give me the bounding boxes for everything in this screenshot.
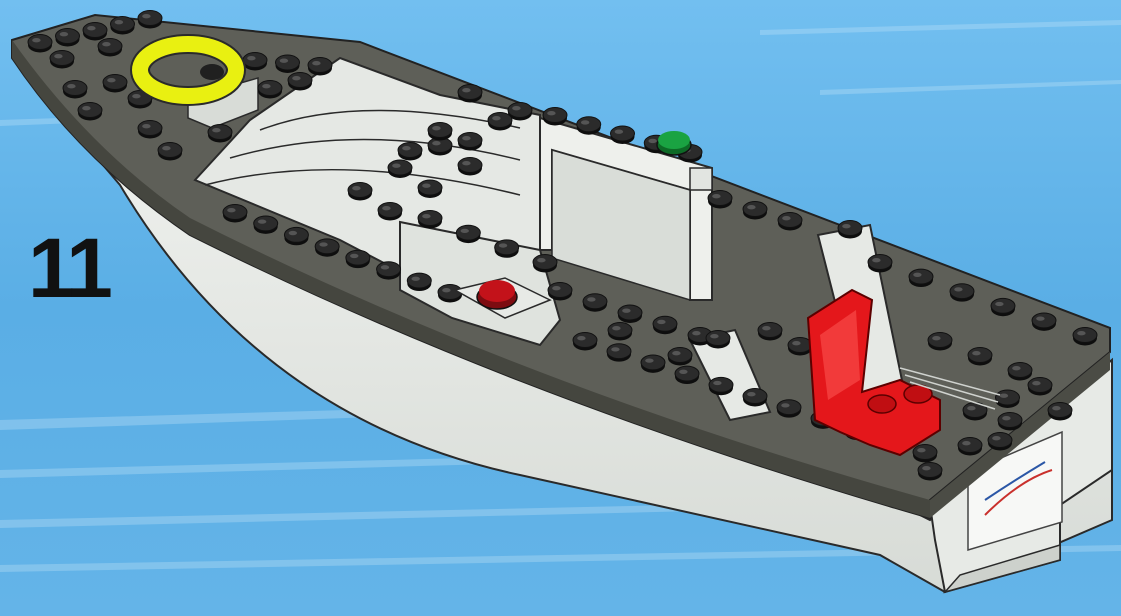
stud [547, 282, 573, 301]
stud [962, 402, 988, 421]
stud [457, 132, 483, 151]
stud [610, 125, 635, 144]
stud [102, 74, 128, 93]
red-navigation-light-icon [452, 277, 552, 319]
green-navigation-light-icon [656, 131, 692, 156]
stud [287, 72, 313, 91]
stud [417, 179, 443, 198]
stud [417, 210, 443, 229]
stud [77, 102, 103, 121]
stud [253, 215, 279, 234]
step-number: 11 [28, 221, 113, 315]
stud [275, 54, 300, 73]
stud [837, 220, 863, 239]
life-ring-icon [130, 34, 246, 106]
stud [990, 297, 1016, 317]
stud [1007, 362, 1033, 381]
stud [777, 212, 803, 231]
stud [707, 190, 733, 209]
stud [1047, 402, 1073, 421]
stud [157, 142, 183, 161]
stud [307, 57, 333, 76]
stud [494, 239, 520, 258]
stud [908, 268, 934, 288]
stud [1072, 327, 1098, 346]
stud [640, 354, 666, 373]
stud [532, 254, 558, 273]
stern-decal [967, 430, 1063, 552]
stud [487, 112, 513, 131]
stud [576, 116, 602, 135]
stud [572, 332, 598, 351]
stud [674, 365, 700, 385]
stud [457, 157, 483, 176]
stud [757, 322, 783, 341]
stud [377, 202, 403, 221]
stud [387, 159, 413, 178]
stud [137, 10, 163, 29]
stud [1031, 312, 1057, 331]
stud [242, 52, 268, 71]
stud [437, 284, 463, 303]
deck-stern-edge [930, 352, 1110, 518]
stud [949, 283, 975, 302]
seat-base-lines [899, 367, 1001, 410]
stud [917, 462, 943, 481]
stud [27, 34, 53, 53]
stud [708, 376, 734, 396]
stud [705, 330, 731, 349]
stud [957, 437, 983, 456]
stud [742, 388, 768, 407]
stud [82, 22, 108, 41]
bow-bracket [187, 77, 259, 129]
stud [347, 182, 373, 201]
stud [582, 293, 608, 312]
stud [455, 224, 481, 244]
stud [912, 444, 938, 463]
pilot-seat-icon [806, 288, 941, 457]
stud [427, 137, 453, 156]
stud [376, 261, 402, 280]
stud [997, 412, 1023, 431]
stud [742, 201, 768, 220]
stud [617, 304, 643, 323]
stud [995, 389, 1020, 408]
stud [1027, 377, 1053, 396]
stud [55, 28, 80, 47]
stud [345, 249, 371, 269]
stud [667, 347, 693, 366]
stud [967, 347, 993, 366]
stud [110, 16, 135, 35]
stud [62, 80, 88, 99]
stud [787, 337, 813, 356]
stud [222, 204, 248, 223]
stud [542, 107, 568, 126]
stud [283, 226, 309, 246]
stud [397, 142, 423, 161]
stud [427, 122, 453, 141]
stud [207, 124, 233, 143]
stud [776, 399, 802, 418]
stud [97, 38, 123, 57]
stud [867, 254, 893, 273]
stud [607, 322, 633, 341]
stud [606, 343, 632, 362]
stud [49, 50, 75, 69]
stud [257, 80, 283, 99]
stud [987, 432, 1013, 451]
stud [406, 272, 432, 292]
stern-notch [942, 543, 1061, 594]
stud [457, 84, 483, 103]
stud [927, 332, 953, 351]
stud [314, 238, 340, 257]
stud [137, 120, 163, 139]
stud [507, 102, 533, 121]
stud [652, 315, 678, 335]
